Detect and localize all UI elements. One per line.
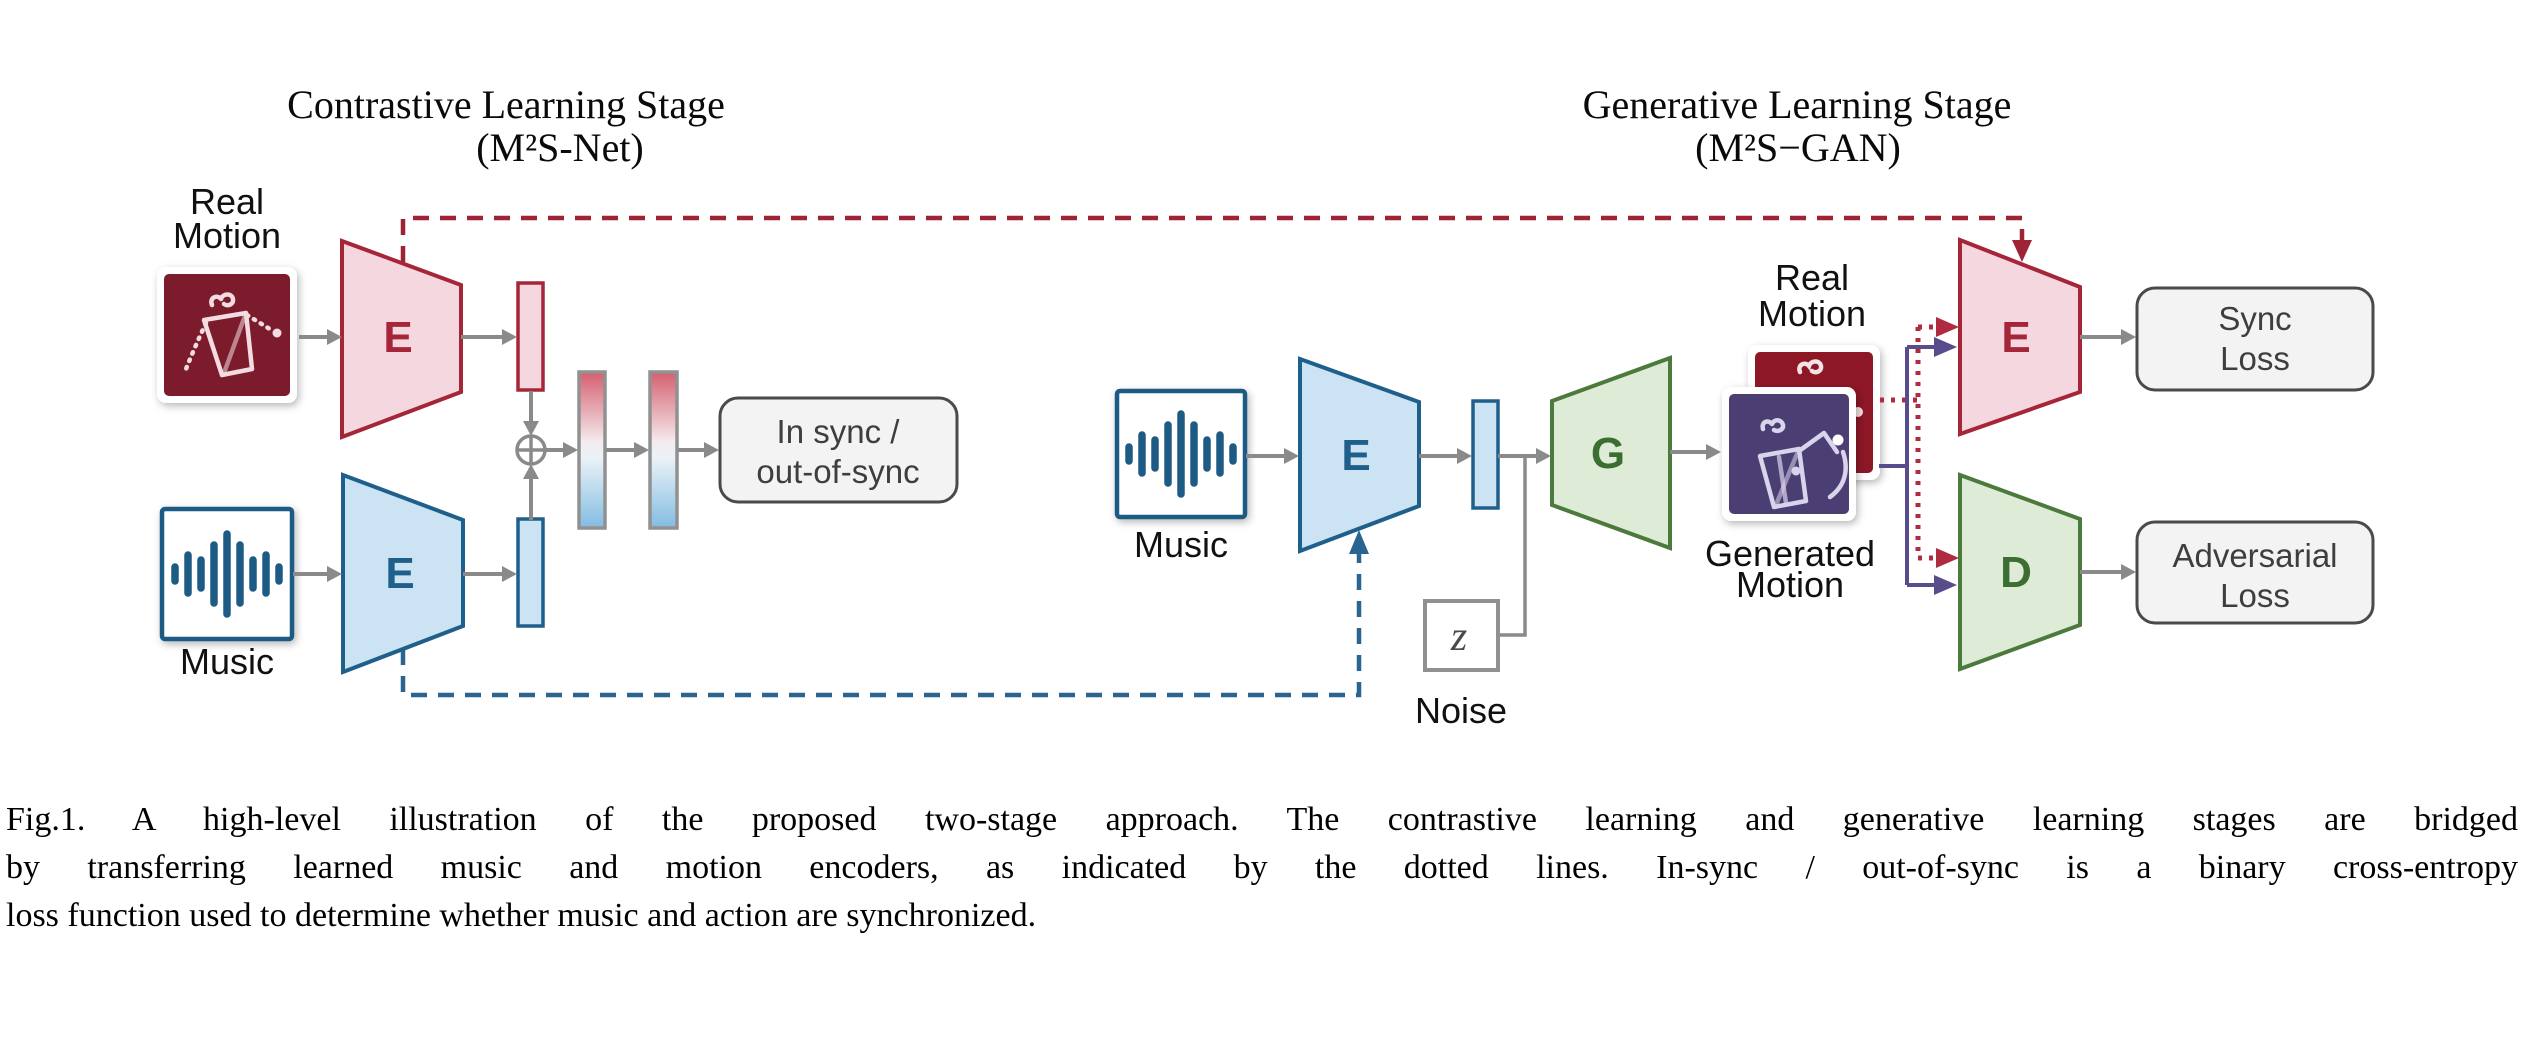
sync-loss-box [2135,286,2375,392]
sync-encoder-shape [1958,237,2082,437]
real-motion-label-line1: Real [190,181,264,222]
generated-motion-canvas [1729,394,1849,514]
generated-motion-label-line1: Generated [1705,533,1875,574]
noise-z-box [1423,599,1500,672]
real-motion-label-line2: Motion [173,215,281,256]
music-embedding-bar [516,517,545,628]
noise-label: Noise [1415,690,1507,731]
sync-classification-line2: out-of-sync [756,453,919,490]
generative-stage-title: Generative Learning Stage [1583,82,2012,127]
concat-plus-icon [515,434,547,466]
sync-loss-line1: Sync [2218,300,2291,337]
music-transfer-arrowhead-icon [1349,530,1369,554]
generator-letter: G [1591,429,1625,478]
motion-transfer-arrowhead-icon [2012,240,2032,262]
gen-real-motion-label-line2: Motion [1758,293,1866,334]
adversarial-loss-line1: Adversarial [2172,537,2337,574]
sync-encoder-letter: E [2001,313,2030,362]
noise-connector-line [1498,458,1527,637]
figure-caption: Fig.1. A high-level illustration of the … [6,796,2518,940]
real-motion-arrowhead-to-encoder-icon [1936,317,1959,337]
sync-loss-line2: Loss [2220,340,2290,377]
caption-line-2: by transferring learned music and motion… [6,849,2518,886]
generative-stage-subtitle: (M²S−GAN) [1695,125,1901,170]
gen-music-input-image [1114,388,1248,520]
sync-classification-line1: In sync / [777,413,901,450]
generated-motion-label-line2: Motion [1736,564,1844,605]
generated-motion-image [1722,387,1856,521]
real-motion-image-canvas [164,274,290,396]
real-motion-arrowhead-to-discriminator-icon [1936,548,1959,568]
music-encoder-letter: E [385,549,414,598]
gen-music-encoder-shape [1298,356,1421,554]
music-waveform-icon [171,530,283,618]
fused-feature-bar-2 [648,370,679,530]
contrastive-stage-title: Contrastive Learning Stage [287,82,725,127]
contrastive-flow-arrowheads [327,329,719,582]
generator-shape [1550,355,1672,551]
motion-embedding-bar [516,281,545,392]
motion-encoder-transfer-dashed-line [400,215,2025,262]
music-label: Music [180,641,274,682]
gen-music-waveform-icon [1125,410,1237,498]
adversarial-loss-line2: Loss [2220,577,2290,614]
motion-stick-figure-icon [183,292,282,378]
fused-feature-bar-1 [577,370,607,530]
sync-classification-box [718,396,959,504]
generated-motion-path [1879,345,1936,587]
adversarial-loss-box [2135,520,2375,625]
generative-flow-arrowheads [1284,329,2136,580]
generative-flow-arrows [1246,335,2123,574]
gen-real-motion-label-line1: Real [1775,257,1849,298]
discriminator-shape [1958,472,2082,672]
real-motion-image [157,267,297,403]
contrastive-flow-arrows [293,335,706,576]
caption-line-3: loss function used to determine whether … [6,897,1037,934]
noise-z-symbol: z [1450,614,1467,660]
music-encoder-transfer-dashed-line [400,554,1362,698]
gen-music-embedding-bar [1471,399,1500,510]
caption-line-1: Fig.1. A high-level illustration of the … [6,801,2518,838]
motion-encoder-shape [340,238,463,440]
generated-motion-arrowhead-to-discriminator-icon [1934,575,1957,595]
music-input-image [159,506,295,642]
motion-encoder-letter: E [383,313,412,362]
discriminator-letter: D [2000,548,2032,597]
two-stage-architecture-diagram: Contrastive Learning Stage (M²S-Net) Rea… [157,82,2375,731]
contrastive-stage-subtitle: (M²S-Net) [476,125,644,170]
gen-music-encoder-letter: E [1341,431,1370,480]
generated-motion-arrowhead-to-encoder-icon [1934,337,1957,357]
music-encoder-shape [341,472,465,675]
generated-stick-figure-icon [1757,418,1848,510]
gen-music-label: Music [1134,524,1228,565]
